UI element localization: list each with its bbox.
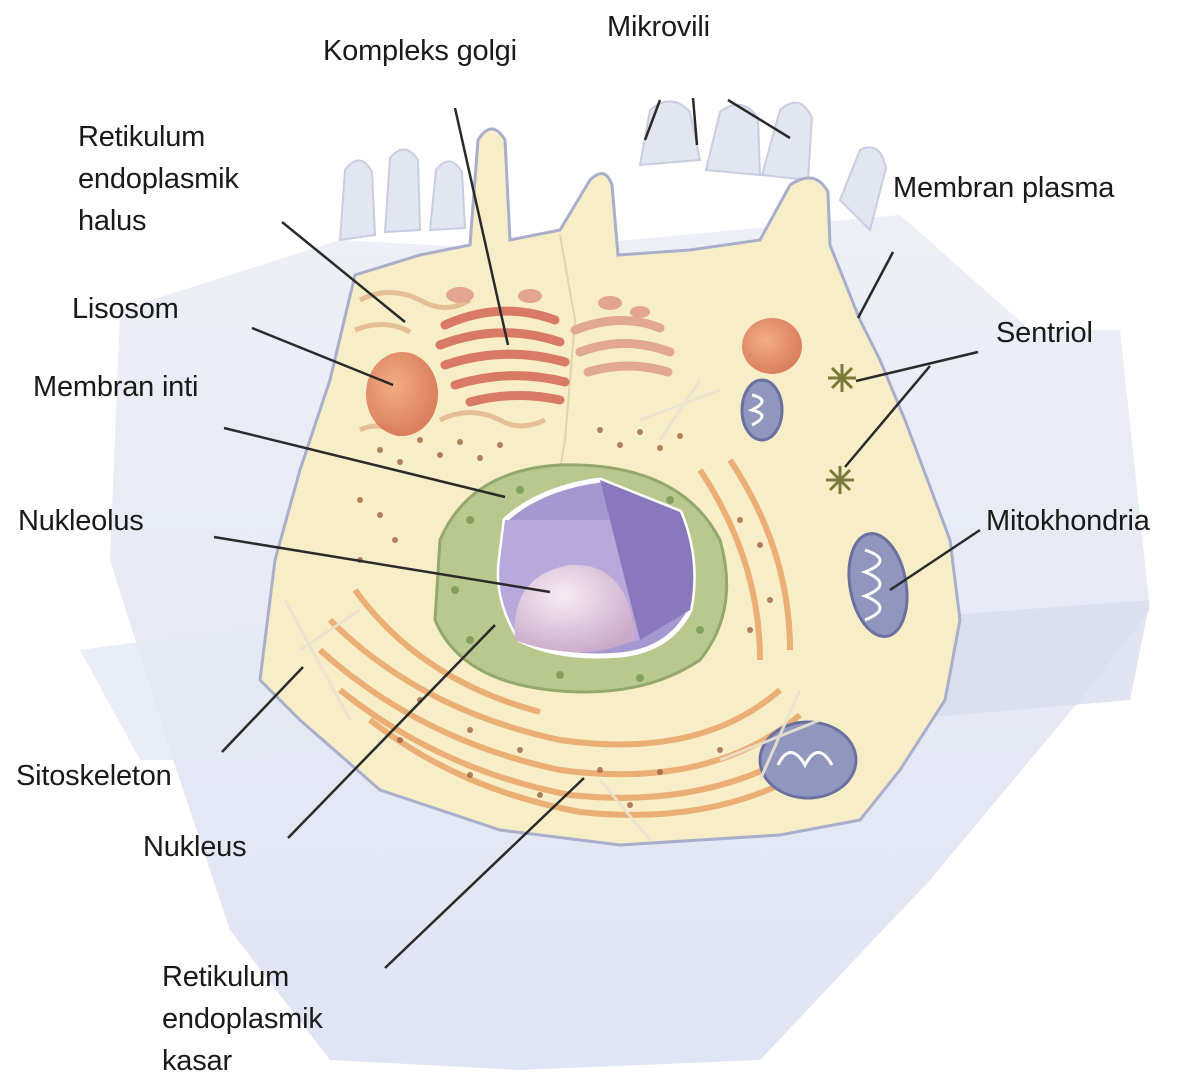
- label-sentriol: Sentriol: [996, 312, 1093, 354]
- label-membran-plasma: Membran plasma: [893, 167, 1114, 209]
- label-nukleus: Nukleus: [143, 826, 246, 868]
- label-mitokhondria: Mitokhondria: [986, 500, 1150, 542]
- label-mikrovili: Mikrovili: [607, 6, 710, 48]
- label-lisosom: Lisosom: [72, 288, 179, 330]
- label-nukleolus: Nukleolus: [18, 500, 144, 542]
- label-sitoskeleton: Sitoskeleton: [16, 755, 172, 797]
- label-kompleks-golgi: Kompleks golgi: [323, 30, 517, 72]
- label-retikulum-endoplasmik-kasar: Retikulum endoplasmik kasar: [162, 956, 323, 1082]
- label-retikulum-endoplasmik-halus: Retikulum endoplasmik halus: [78, 116, 239, 242]
- label-membran-inti: Membran inti: [33, 366, 198, 408]
